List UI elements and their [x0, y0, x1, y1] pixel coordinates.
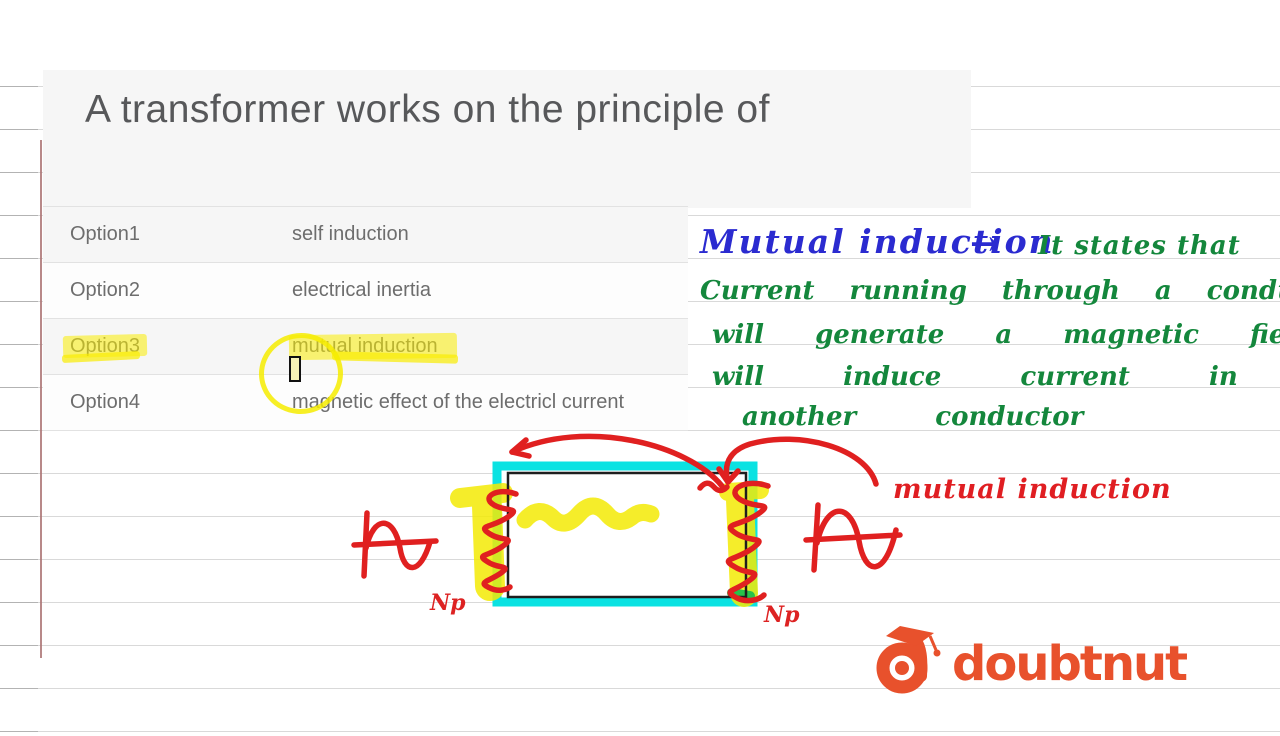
doubtnut-logo: doubtnut — [872, 624, 1188, 696]
note-line: will generate a magnetic field — [712, 320, 1280, 350]
note-line: Current running through a conductor — [700, 276, 1280, 306]
label-arrow — [697, 436, 879, 494]
secondary-coil — [725, 480, 771, 604]
ac-source-right — [803, 502, 903, 573]
option-value: electrical inertia — [292, 279, 431, 301]
option-value: self induction — [292, 223, 409, 245]
option-label: Option4 — [70, 391, 141, 413]
primary-coil — [480, 488, 519, 593]
notebook-margin-line — [40, 140, 42, 658]
option-value: magnetic effect of the electricl current — [292, 391, 625, 413]
primary-turns-label: Np — [429, 590, 466, 616]
arrow-icon: → — [970, 224, 999, 264]
doubtnut-wordmark: doubtnut — [952, 636, 1188, 692]
question-title: A transformer works on the principle of — [85, 88, 770, 131]
option-row-1[interactable]: Option1 self induction — [43, 206, 688, 262]
secondary-turns-label: Np — [763, 602, 800, 628]
question-card: A transformer works on the principle of — [43, 70, 971, 208]
ruled-lines-margin-strip — [0, 86, 38, 736]
note-line: will induce current in — [712, 362, 1238, 392]
induction-arrow — [509, 433, 725, 489]
note-heading-blue: Mutual induction — [700, 222, 1055, 261]
graduation-cap-icon — [886, 626, 934, 646]
option-row-4[interactable]: Option4 magnetic effect of the electricl… — [43, 374, 688, 431]
options-table: Option1 self induction Option2 electrica… — [43, 206, 688, 431]
note-line: another conductor — [742, 402, 1084, 432]
text-cursor — [289, 356, 301, 382]
ac-source-left — [351, 510, 439, 579]
option-label: Option2 — [70, 279, 141, 301]
option-row-2[interactable]: Option2 electrical inertia — [43, 262, 688, 318]
doubtnut-icon — [876, 626, 941, 694]
option-label: Option1 — [70, 223, 141, 245]
note-red-label: mutual induction — [893, 474, 1172, 505]
note-heading-green: It states that — [1038, 231, 1241, 261]
transformer-diagram: Np Np — [351, 433, 903, 628]
